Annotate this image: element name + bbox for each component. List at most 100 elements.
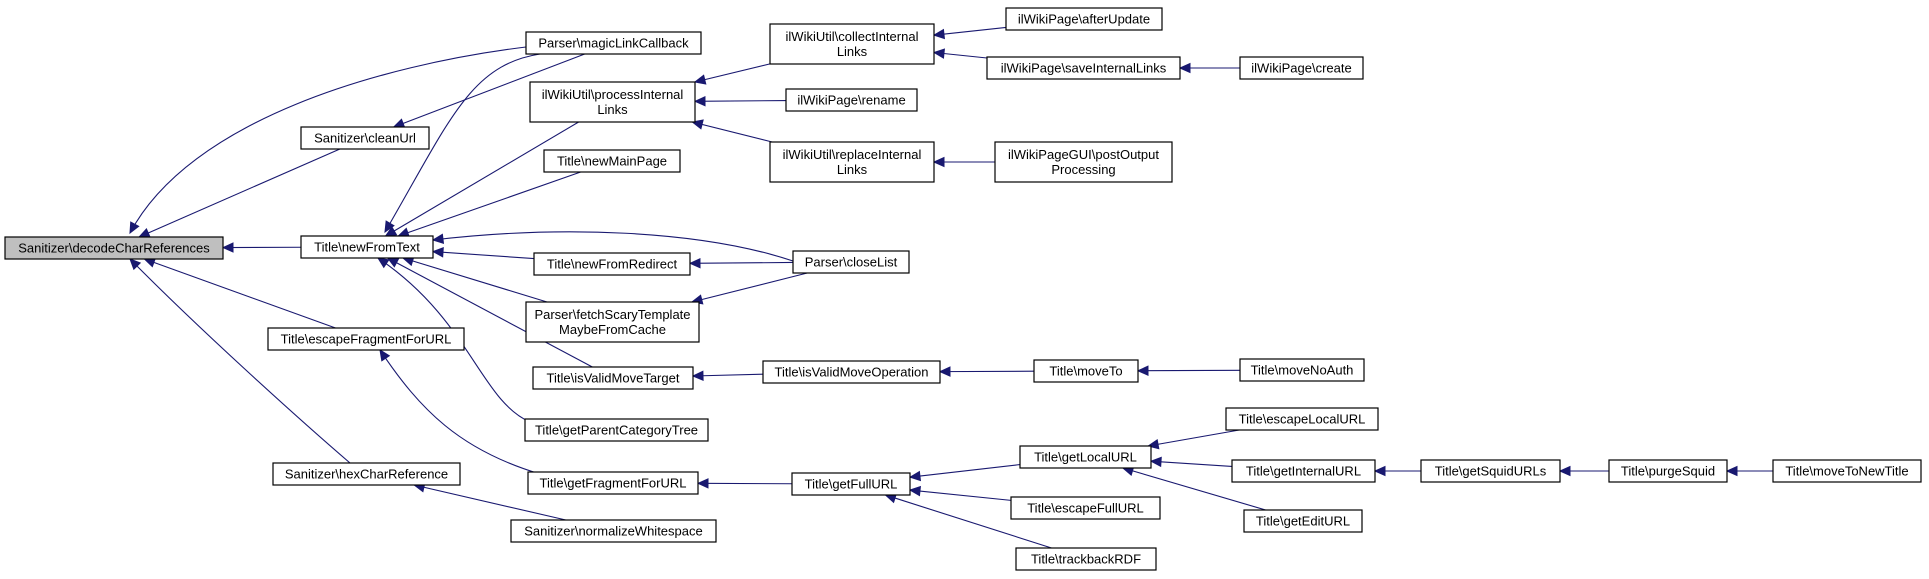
node-box[interactable]: [543, 149, 681, 173]
node-label: Sanitizer\cleanUrl: [314, 131, 416, 146]
edge-magicLinkCallback-to-cleanUrl: [393, 53, 585, 128]
node-escapeLocalURL[interactable]: Title\escapeLocalURL: [1225, 407, 1379, 431]
node-label: Sanitizer\decodeCharReferences: [18, 241, 210, 256]
node-box[interactable]: [792, 250, 910, 274]
edge-isValidMoveTarget-to-newFromText: [387, 257, 593, 368]
node-saveInternalLinks[interactable]: ilWikiPage\saveInternalLinks: [986, 56, 1181, 80]
node-cleanUrl[interactable]: Sanitizer\cleanUrl: [300, 126, 430, 150]
node-box[interactable]: [762, 360, 941, 384]
node-newMainPage[interactable]: Title\newMainPage: [543, 149, 681, 173]
edge-escapeFullURL-to-getFullURL: [909, 489, 1012, 501]
edge-magicLinkCallback-to-decodeCharReferences: [129, 46, 527, 234]
edge-closeList-to-newFromRedirect: [689, 261, 794, 264]
node-box[interactable]: [525, 301, 700, 343]
node-getSquidURLs[interactable]: Title\getSquidURLs: [1420, 459, 1561, 483]
node-label: Title\getSquidURLs: [1435, 464, 1547, 479]
node-box[interactable]: [1231, 459, 1376, 483]
node-getEditURL[interactable]: Title\getEditURL: [1243, 509, 1363, 533]
node-label: Title\getFragmentForURL: [540, 476, 687, 491]
node-box[interactable]: [524, 418, 709, 442]
node-box[interactable]: [4, 236, 224, 260]
nodes-layer: Sanitizer\decodeCharReferencesSanitizer\…: [4, 7, 1922, 571]
node-escapeFragmentForURL[interactable]: Title\escapeFragmentForURL: [267, 327, 465, 351]
node-closeList[interactable]: Parser\closeList: [792, 250, 910, 274]
node-box[interactable]: [1019, 445, 1152, 469]
edge-magicLinkCallback-to-cleanUrl-arrowhead: [392, 118, 406, 129]
node-getFragmentForURL[interactable]: Title\getFragmentForURL: [527, 471, 699, 495]
node-create[interactable]: ilWikiPage\create: [1239, 56, 1364, 80]
node-box[interactable]: [1608, 459, 1728, 483]
node-normalizeWhitespace[interactable]: Sanitizer\normalizeWhitespace: [510, 519, 717, 543]
node-box[interactable]: [1033, 359, 1139, 383]
node-box[interactable]: [769, 23, 935, 65]
node-box[interactable]: [1015, 547, 1157, 571]
node-magicLinkCallback[interactable]: Parser\magicLinkCallback: [525, 31, 702, 55]
node-moveNoAuth[interactable]: Title\moveNoAuth: [1239, 358, 1365, 382]
edge-saveInternalLinks-to-collectInternalLinks-arrowhead: [932, 48, 945, 59]
edge-newFromText-to-decodeCharReferences-arrowhead: [221, 242, 234, 253]
edge-collectInternalLinks-to-processInternalLinks: [694, 63, 771, 83]
node-box[interactable]: [300, 126, 430, 150]
node-box[interactable]: [1225, 407, 1379, 431]
edge-moveToNewTitle-to-purgeSquid-arrowhead: [1725, 465, 1738, 477]
node-getLocalURL[interactable]: Title\getLocalURL: [1019, 445, 1152, 469]
node-escapeFullURL[interactable]: Title\escapeFullURL: [1010, 496, 1161, 520]
node-box[interactable]: [1243, 509, 1363, 533]
node-getFullURL[interactable]: Title\getFullURL: [791, 472, 911, 496]
edge-create-to-saveInternalLinks-arrowhead: [1178, 62, 1191, 74]
node-label: Title\newMainPage: [557, 154, 667, 169]
node-box[interactable]: [1420, 459, 1561, 483]
edge-isValidMoveOperation-to-isValidMoveTarget-arrowhead: [691, 370, 704, 381]
edge-getEditURL-to-getLocalURL: [1122, 467, 1266, 511]
edge-closeList-to-newFromText: [432, 231, 794, 262]
edge-trackbackRDF-to-getFullURL: [885, 494, 1052, 549]
edge-getLocalURL-to-getFullURL-arrowhead: [908, 470, 922, 482]
node-label: Sanitizer\hexCharReference: [285, 467, 448, 482]
node-box[interactable]: [1772, 459, 1922, 483]
node-trackbackRDF[interactable]: Title\trackbackRDF: [1015, 547, 1157, 571]
node-purgeSquid[interactable]: Title\purgeSquid: [1608, 459, 1728, 483]
node-getParentCategoryTree[interactable]: Title\getParentCategoryTree: [524, 418, 709, 442]
node-box[interactable]: [267, 327, 465, 351]
node-hexCharReference[interactable]: Sanitizer\hexCharReference: [272, 462, 461, 486]
edge-moveNoAuth-to-moveTo-arrowhead: [1136, 365, 1149, 376]
node-getInternalURL[interactable]: Title\getInternalURL: [1231, 459, 1376, 483]
node-box[interactable]: [1010, 496, 1161, 520]
node-afterUpdate[interactable]: ilWikiPage\afterUpdate: [1005, 7, 1163, 31]
edge-getFullURL-to-getFragmentForURL-arrowhead: [696, 478, 709, 489]
edge-closeList-to-fetchScaryTemplate: [691, 272, 808, 303]
node-label: Parser\fetchScaryTemplate: [534, 307, 690, 322]
node-moveTo[interactable]: Title\moveTo: [1033, 359, 1139, 383]
node-box[interactable]: [1239, 56, 1364, 80]
node-moveToNewTitle[interactable]: Title\moveToNewTitle: [1772, 459, 1922, 483]
node-box[interactable]: [791, 472, 911, 496]
node-box[interactable]: [272, 462, 461, 486]
node-decodeCharReferences[interactable]: Sanitizer\decodeCharReferences: [4, 236, 224, 260]
node-label: Title\moveNoAuth: [1251, 363, 1354, 378]
node-box[interactable]: [529, 81, 696, 123]
node-box[interactable]: [1239, 358, 1365, 382]
node-box[interactable]: [1005, 7, 1163, 31]
node-rename[interactable]: ilWikiPage\rename: [785, 88, 918, 112]
node-box[interactable]: [525, 31, 702, 55]
edge-getFragmentForURL-to-escapeFragmentForURL: [379, 349, 541, 475]
node-isValidMoveTarget[interactable]: Title\isValidMoveTarget: [532, 366, 694, 390]
node-isValidMoveOperation[interactable]: Title\isValidMoveOperation: [762, 360, 941, 384]
node-box[interactable]: [300, 235, 434, 259]
node-box[interactable]: [769, 141, 935, 183]
node-box[interactable]: [532, 366, 694, 390]
node-box[interactable]: [986, 56, 1181, 80]
node-box[interactable]: [785, 88, 918, 112]
node-label: ilWikiUtil\collectInternal: [786, 29, 919, 44]
node-box[interactable]: [527, 471, 699, 495]
node-box[interactable]: [994, 141, 1173, 183]
node-newFromText[interactable]: Title\newFromText: [300, 235, 434, 259]
node-newFromRedirect[interactable]: Title\newFromRedirect: [533, 252, 691, 276]
node-box[interactable]: [510, 519, 717, 543]
node-box[interactable]: [533, 252, 691, 276]
